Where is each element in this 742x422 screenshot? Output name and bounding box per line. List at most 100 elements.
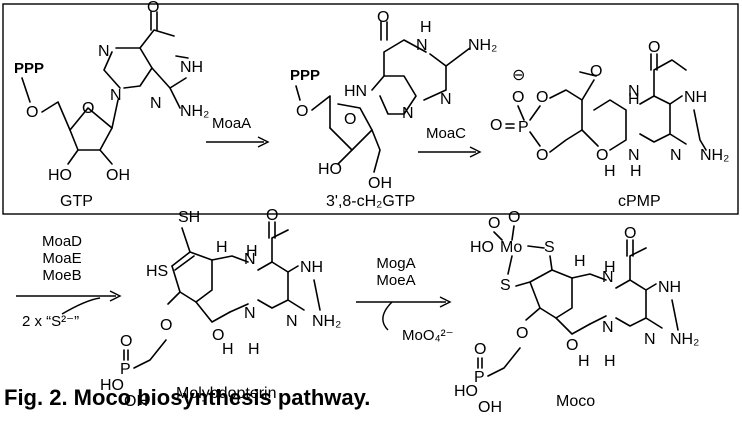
chemical-bond (515, 255, 553, 287)
chemical-bond (487, 347, 521, 377)
cpmp-o-minus: O (512, 89, 524, 106)
gtp-nh2: NH₂ (180, 103, 209, 120)
chgtp-h-label: H (420, 19, 432, 36)
moco-h5: H (604, 259, 616, 276)
moaa-step: MoaA (206, 115, 270, 148)
moae-label: MoaE (42, 250, 81, 267)
cpmp-minus: ⊖ (512, 67, 525, 84)
cpmp-structure: ⊖ O O P O O O O H H N N H O NH N NH₂ cPM… (490, 39, 729, 210)
chemical-bond (139, 29, 175, 49)
chemical-bond (169, 87, 181, 109)
chemical-bond (380, 21, 388, 41)
mpt-p: P (120, 361, 131, 378)
cpmp-n5: N (628, 83, 640, 100)
chemical-bond (174, 255, 195, 271)
cpmp-name: cPMP (618, 193, 661, 210)
mpt-h8: H (248, 341, 260, 358)
top-row-frame (2, 3, 739, 215)
mpt-sh: SH (178, 209, 200, 226)
moco-h1: H (578, 353, 590, 370)
mpt-n5: N (244, 251, 256, 268)
gtp-structure: PPP O O HO OH N N O NH N NH₂ GTP (14, 0, 209, 210)
chemical-bond (555, 317, 591, 335)
chemical-bond (423, 53, 447, 101)
cpmp-n3: N (670, 147, 682, 164)
chemical-bond (133, 339, 167, 369)
cpmp-ring-o: O (596, 147, 608, 164)
gtp-n3: N (150, 95, 162, 112)
chemical-bond (505, 123, 515, 129)
moac-step: MoaC (418, 125, 482, 158)
chgtp-ester-o: O (296, 103, 308, 120)
chemical-bond (21, 77, 31, 103)
chgtp-structure: PPP O O HO OH HN N O H N N NH₂ 3',8-cH₂G… (290, 9, 497, 210)
gtp-n9: N (110, 87, 122, 104)
mpt-ho: HO (100, 377, 124, 394)
sulfur-source-label: 2 x “S²⁻” (22, 313, 79, 330)
moco-mo: Mo (500, 239, 522, 256)
reaction-arrow (109, 290, 122, 302)
moco-o2: O (508, 209, 520, 226)
moac-label: MoaC (426, 125, 466, 142)
chgtp-name: 3',8-cH₂GTP (326, 193, 415, 210)
chemical-bond (383, 39, 427, 77)
gtp-nh: NH (180, 59, 203, 76)
cpmp-p: P (518, 119, 529, 136)
cpmp-h-upper: H (628, 91, 640, 108)
chemical-bond (99, 149, 113, 165)
moco-nh: NH (658, 279, 681, 296)
chemical-bond (645, 283, 663, 329)
chemical-bond (507, 245, 545, 275)
molybdopterin-structure: SH HS O P HO OH O O H H N H N H O NH N N… (100, 207, 341, 410)
chemical-bond (103, 51, 121, 89)
chemical-bond (653, 59, 687, 97)
mpt-hs: HS (146, 263, 168, 280)
mpt-h5: H (246, 243, 258, 260)
cpmp-nh: NH (684, 89, 707, 106)
gtp-carbonyl-o: O (147, 0, 159, 16)
chemical-bond (529, 105, 541, 147)
chemical-bond (529, 269, 573, 319)
moco-ho2: HO (454, 383, 478, 400)
moco-s2: S (500, 277, 511, 294)
reaction-arrow (439, 296, 452, 308)
chemical-bond (69, 107, 113, 151)
chemical-bond (549, 89, 583, 153)
chemical-bond (313, 279, 321, 311)
chemical-bond (671, 299, 679, 331)
chemical-bond (579, 71, 597, 101)
cpmp-h1: H (604, 163, 616, 180)
chemical-bond (337, 129, 381, 173)
chemical-bond (67, 149, 79, 165)
chemical-bond (669, 95, 687, 145)
chemical-bond (571, 273, 607, 325)
chemical-bond (167, 291, 181, 305)
moad-label: MoaD (42, 233, 82, 250)
moea-label: MoeA (376, 272, 415, 289)
mpt-ester-o: O (160, 317, 172, 334)
chemical-bond (477, 357, 483, 369)
chemical-bond (111, 99, 119, 129)
moad-step: MoaD MoaE MoeB 2 x “S²⁻” (16, 233, 122, 330)
mpt-h1: H (222, 341, 234, 358)
moco-h-upper: H (574, 253, 586, 270)
moco-ho: HO (470, 239, 494, 256)
chemical-bond (123, 349, 129, 361)
moco-n5: N (602, 269, 614, 286)
chemical-bond (41, 101, 71, 131)
mpt-n8: N (244, 305, 256, 322)
gtp-ho-label: HO (48, 167, 72, 184)
gtp-oh-label: OH (106, 167, 130, 184)
chemical-bond (525, 307, 541, 321)
chemical-bond (268, 221, 276, 239)
chgtp-oh-label: OH (368, 175, 392, 192)
chgtp-n9: N (402, 105, 414, 122)
chemical-bond (311, 95, 331, 129)
mpt-h-upper: H (216, 239, 228, 256)
cpmp-n8: N (628, 147, 640, 164)
moco-n3: N (644, 331, 656, 348)
mpt-oh: OH (124, 393, 148, 410)
chemical-bond (629, 247, 647, 281)
